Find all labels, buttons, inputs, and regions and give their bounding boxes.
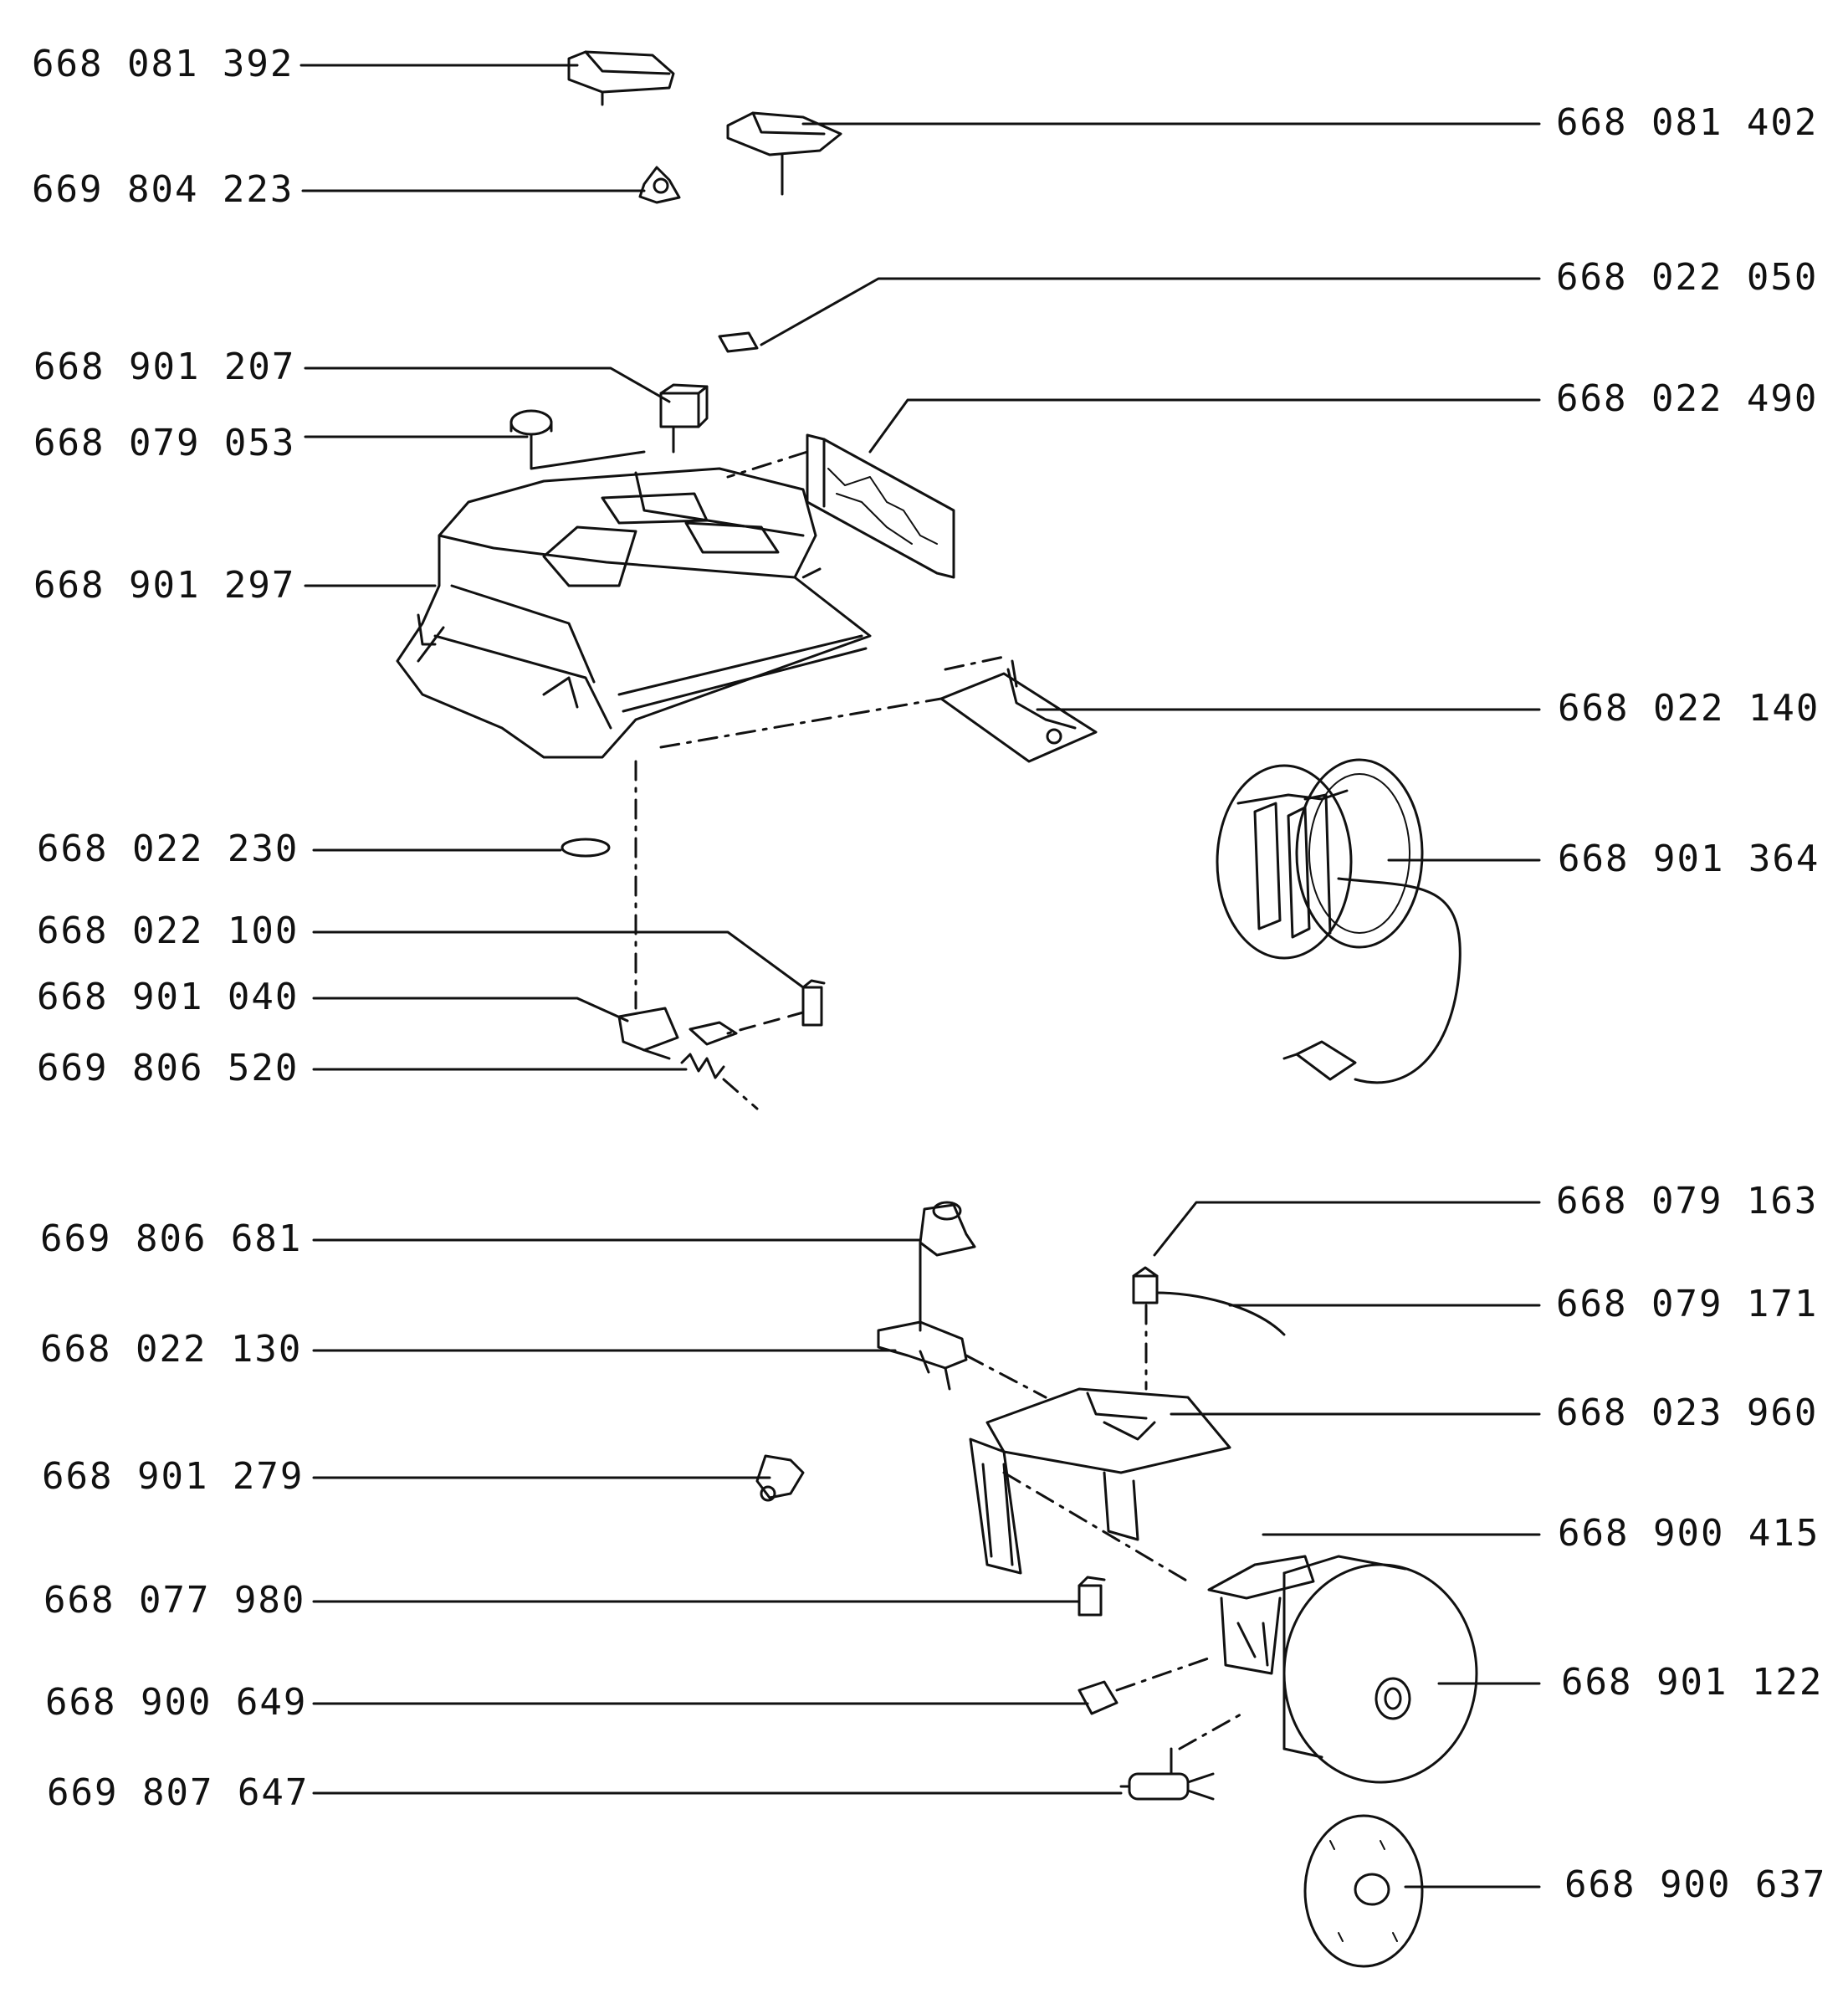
part-number-label: 668 022 140 — [1558, 687, 1820, 730]
switch-130 — [877, 1320, 1047, 1399]
part-number-label: 668 901 279 — [42, 1455, 305, 1498]
part-number-label: 668 022 100 — [37, 910, 299, 952]
part-number-label: 668 901 207 — [33, 346, 296, 388]
part-number-label: 669 806 520 — [37, 1047, 299, 1089]
panel-490 — [726, 433, 955, 579]
part-number-label: 668 022 230 — [37, 828, 299, 870]
cable-reel-364 — [1216, 758, 1462, 1084]
part-number-label: 668 022 490 — [1556, 377, 1819, 420]
top-switch-cover-392 — [567, 50, 675, 106]
part-number-label: 668 900 649 — [45, 1681, 308, 1724]
plug-279 — [755, 1454, 805, 1502]
part-number-label: 668 081 402 — [1556, 101, 1819, 144]
knob-053 — [509, 409, 646, 470]
leader-lines — [299, 64, 1123, 1795]
top-switch-cover-402 — [726, 111, 842, 196]
knob-223 — [638, 166, 681, 204]
grommet-163-171 — [1132, 1266, 1286, 1391]
bracket-040 — [617, 1007, 738, 1060]
leader-line-p6 — [868, 398, 1541, 454]
part-number-label: 668 900 415 — [1558, 1512, 1820, 1555]
spring-520 — [634, 760, 759, 1110]
leader-line-p15 — [1153, 1201, 1541, 1257]
indicator-681 — [919, 1201, 976, 1332]
leader-line-p12 — [312, 930, 805, 989]
part-number-label: 668 077 980 — [44, 1579, 306, 1622]
brush-holder-649 — [1078, 1655, 1215, 1715]
part-number-label: 669 804 223 — [32, 168, 294, 211]
part-number-label: 668 901 364 — [1558, 838, 1820, 880]
leader-lines-right — [760, 122, 1541, 1889]
leader-line-p5 — [304, 366, 671, 403]
connector-980 — [1078, 1576, 1106, 1617]
part-number-label: 668 079 163 — [1556, 1180, 1819, 1222]
capacitor-647 — [1119, 1709, 1248, 1801]
leader-line-p13 — [312, 997, 629, 1022]
bracket-960 — [969, 1387, 1231, 1583]
leader-line-p4 — [760, 277, 1541, 346]
part-number-label: 668 901 040 — [37, 976, 299, 1018]
motor-122 — [1207, 1555, 1478, 1784]
part-number-label: 668 901 297 — [33, 564, 296, 607]
circuit-board-140 — [659, 655, 1098, 763]
button-050 — [718, 331, 759, 353]
clip-230 — [561, 838, 611, 858]
part-number-label: 668 900 637 — [1564, 1863, 1827, 1906]
fan-disc-637 — [1303, 1814, 1424, 1968]
main-housing-297 — [396, 467, 872, 759]
part-number-label: 668 022 050 — [1556, 256, 1819, 299]
part-number-label: 668 079 053 — [33, 422, 296, 464]
part-number-label: 668 901 122 — [1561, 1661, 1824, 1704]
part-number-label: 669 806 681 — [40, 1217, 303, 1260]
part-number-label: 668 023 960 — [1556, 1391, 1819, 1434]
button-207 — [659, 383, 709, 454]
part-number-label: 669 807 647 — [47, 1771, 310, 1814]
part-number-label: 668 079 171 — [1556, 1283, 1819, 1325]
part-number-label: 668 022 130 — [40, 1328, 303, 1371]
latch-100 — [726, 979, 826, 1035]
part-number-label: 668 081 392 — [32, 43, 294, 85]
